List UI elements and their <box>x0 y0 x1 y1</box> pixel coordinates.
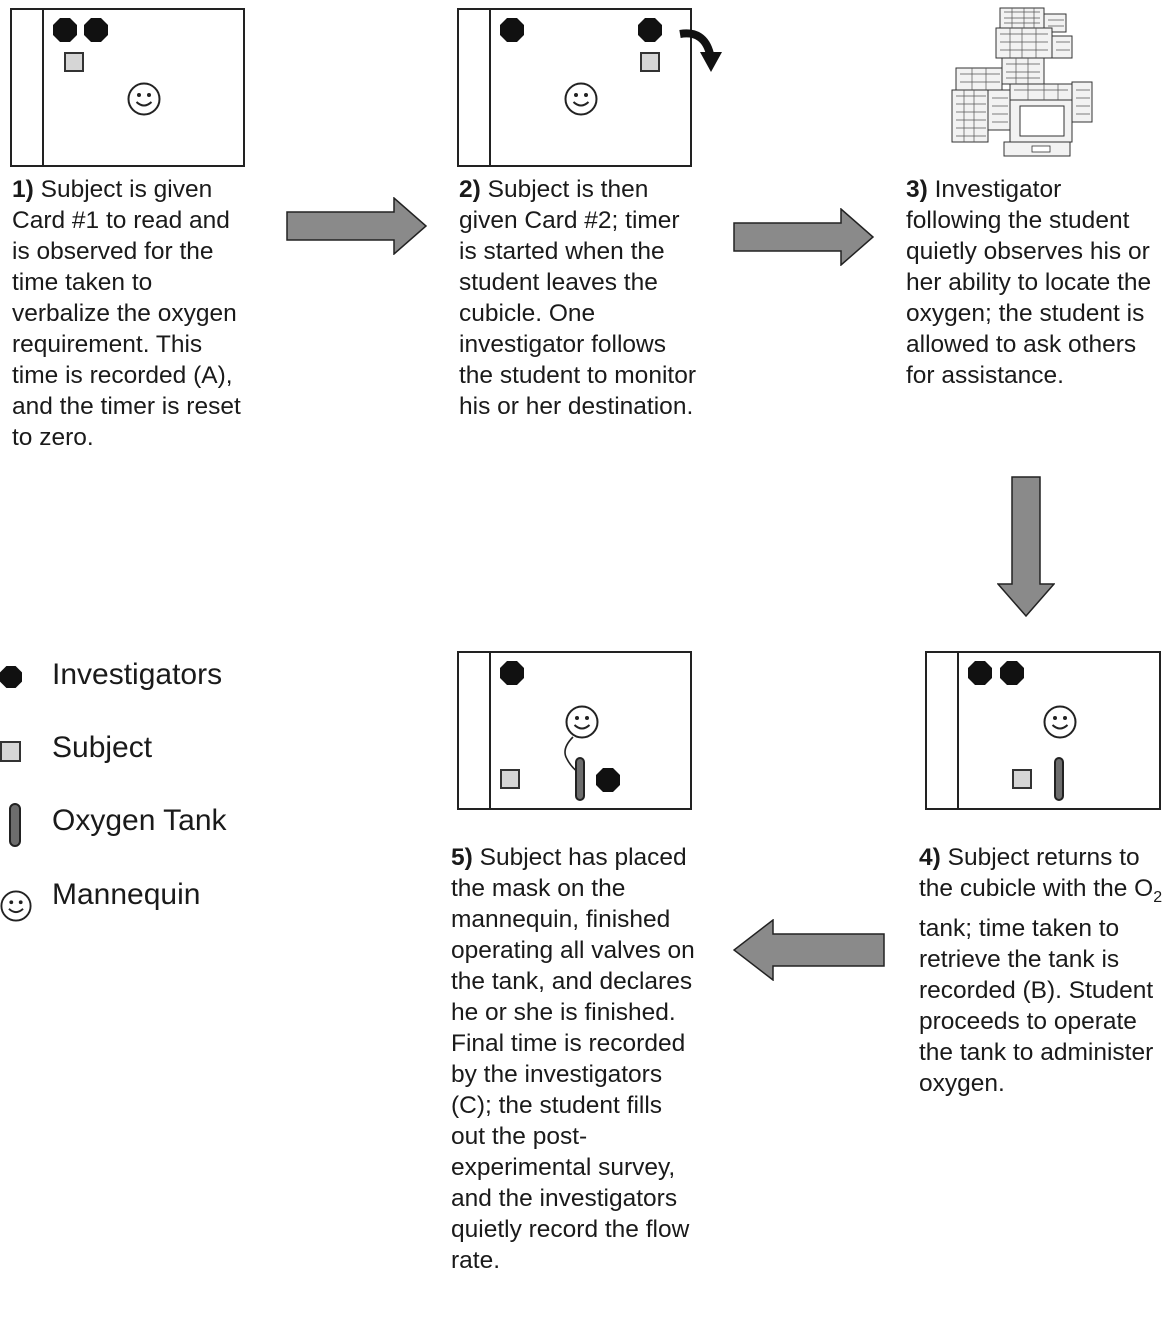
mask-tube-line <box>564 736 580 774</box>
legend-label-mannequin: Mannequin <box>52 878 201 911</box>
step-number: 5) <box>451 844 473 871</box>
arrow-right-icon <box>733 208 875 266</box>
investigator-icon <box>968 661 992 685</box>
step-4-text: 4) Subject returns to the cubicle with t… <box>919 842 1164 1099</box>
arrow-down-icon <box>997 476 1055 618</box>
arrow-left-icon <box>733 919 885 981</box>
investigator-icon <box>638 18 662 42</box>
cubicle-wall <box>42 10 44 165</box>
oxygen-tank-icon <box>575 757 585 801</box>
step-5-text: 5) Subject has placed the mask on the ma… <box>451 842 696 1276</box>
floor-plan-map <box>951 7 1093 157</box>
room-diagram-5 <box>457 651 692 810</box>
square-icon <box>0 741 21 762</box>
cubicle-wall <box>489 653 491 808</box>
investigator-icon <box>53 18 77 42</box>
subject-icon <box>1012 769 1032 789</box>
arrow-right-icon <box>286 197 428 255</box>
room-diagram-4 <box>925 651 1161 810</box>
legend-label-subject: Subject <box>52 731 153 764</box>
oxygen-tank-icon <box>1054 757 1064 801</box>
step-number: 1) <box>12 176 34 203</box>
step-description: Subject has placed the mask on the manne… <box>451 844 695 1274</box>
smiley-icon <box>0 890 32 922</box>
step-number: 4) <box>919 844 941 871</box>
investigator-icon <box>84 18 108 42</box>
mannequin-icon <box>564 82 598 116</box>
octagon-icon <box>0 666 22 688</box>
cubicle-wall <box>489 10 491 165</box>
step-number: 3) <box>906 176 928 203</box>
mannequin-icon <box>127 82 161 116</box>
step-description: Subject is then given Card #2; timer is … <box>459 176 696 420</box>
step-number: 2) <box>459 176 481 203</box>
subscript: 2 <box>1153 888 1163 906</box>
cylinder-icon <box>9 803 21 847</box>
cubicle-wall <box>957 653 959 808</box>
investigator-icon <box>500 18 524 42</box>
room-diagram-1 <box>10 8 245 167</box>
subject-icon <box>500 769 520 789</box>
investigator-icon <box>596 768 620 792</box>
step-description: Investigator following the student quiet… <box>906 176 1152 389</box>
legend-label-oxygen-tank: Oxygen Tank <box>52 804 227 837</box>
step-2-text: 2) Subject is then given Card #2; timer … <box>459 174 699 422</box>
step-description-cont: tank; time taken to retrieve the tank is… <box>919 914 1154 1097</box>
mannequin-icon <box>565 705 599 739</box>
room-diagram-2 <box>457 8 692 167</box>
investigator-icon <box>1000 661 1024 685</box>
mannequin-icon <box>1043 705 1077 739</box>
subject-icon <box>64 52 84 72</box>
step-1-text: 1) Subject is given Card #1 to read and … <box>12 174 252 453</box>
step-description: Subject returns to the cubicle with the … <box>919 844 1154 902</box>
curved-exit-arrow-icon <box>679 29 722 72</box>
legend-label-investigators: Investigators <box>52 658 223 691</box>
subject-icon <box>640 52 660 72</box>
step-3-text: 3) Investigator following the student qu… <box>906 174 1156 391</box>
step-description: Subject is given Card #1 to read and is … <box>12 176 241 451</box>
investigator-icon <box>500 661 524 685</box>
